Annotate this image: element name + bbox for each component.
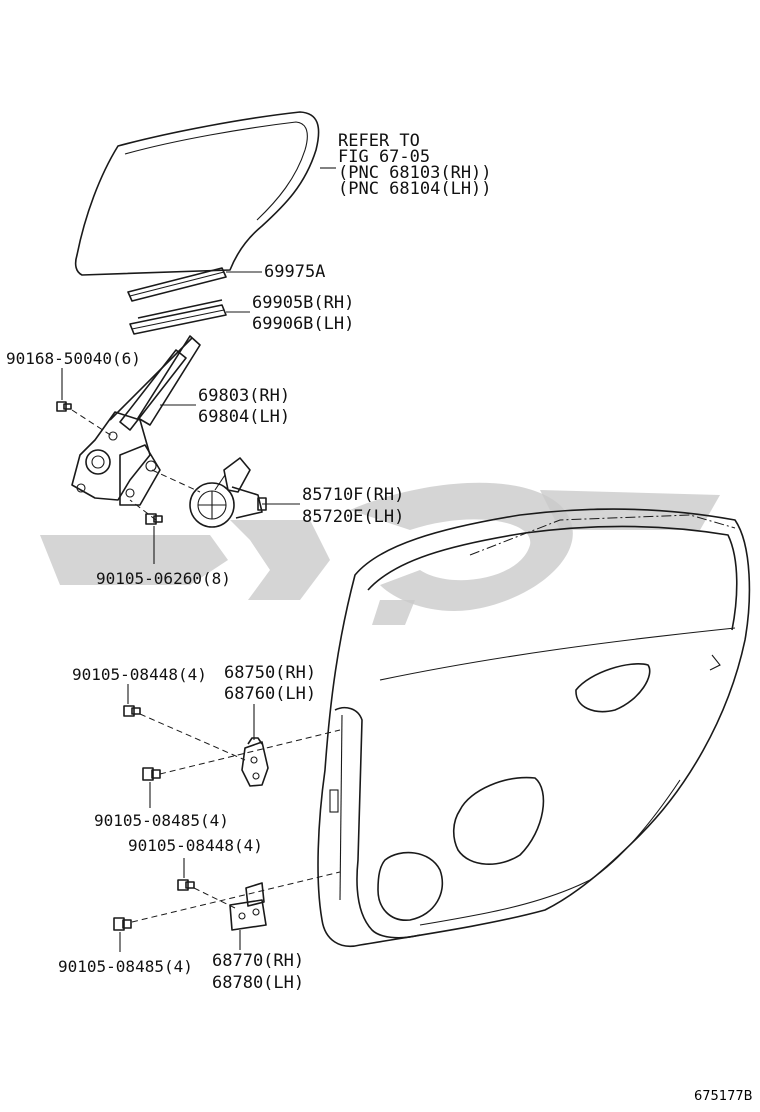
bolt-regulator: [56, 401, 72, 412]
label-weatherstrip-rh: 69905B(RH): [252, 293, 354, 313]
figure-id: 675177B: [694, 1089, 753, 1104]
upper-hinge: [241, 737, 269, 787]
bolt-upper-hinge-b: [142, 767, 161, 781]
bolt-upper-hinge-a: [123, 705, 141, 717]
label-bolt-upper-hinge-a: 90105-08448(4): [72, 665, 207, 684]
lower-hinge: [229, 882, 267, 931]
bolt-lower-hinge-a: [177, 879, 195, 891]
label-glass-ref-line: (PNC 68103(RH)): [338, 163, 492, 183]
label-bolt-regulator: 90168-50040(6): [6, 349, 141, 368]
label-bolt-lower-hinge-a: 90105-08448(4): [128, 836, 263, 855]
label-lower-hinge-rh: 68770(RH): [212, 951, 304, 971]
bolt-lower-hinge-b: [113, 917, 132, 931]
label-glass-ref: REFER TO FIG 67-05 (PNC 68103(RH)) (PNC …: [338, 131, 492, 199]
label-glass-ref-line: FIG 67-05: [338, 147, 430, 167]
window-regulator: [71, 335, 201, 506]
label-upper-hinge-lh: 68760(LH): [224, 684, 316, 704]
label-bolt-lower-hinge-b: 90105-08485(4): [58, 957, 193, 976]
label-run-channel: 69975A: [264, 262, 325, 282]
label-motor-lh: 85720E(LH): [302, 507, 404, 527]
glass-run-channel: [127, 267, 227, 302]
label-motor-rh: 85710F(RH): [302, 485, 404, 505]
label-upper-hinge-rh: 68750(RH): [224, 663, 316, 683]
label-regulator-rh: 69803(RH): [198, 386, 290, 406]
label-regulator-lh: 69804(LH): [198, 407, 290, 427]
regulator-motor: [189, 457, 267, 528]
label-lower-hinge-lh: 68780(LH): [212, 973, 304, 993]
label-weatherstrip-lh: 69906B(LH): [252, 314, 354, 334]
label-glass-ref-line: REFER TO: [338, 131, 420, 151]
label-bolt-motor: 90105-06260(8): [96, 569, 231, 588]
door-glass: [74, 111, 320, 276]
rear-door-shell: [317, 508, 751, 947]
belt-weatherstrip: [129, 299, 227, 335]
label-bolt-upper-hinge-b: 90105-08485(4): [94, 811, 229, 830]
label-glass-ref-line: (PNC 68104(LH)): [338, 179, 492, 199]
